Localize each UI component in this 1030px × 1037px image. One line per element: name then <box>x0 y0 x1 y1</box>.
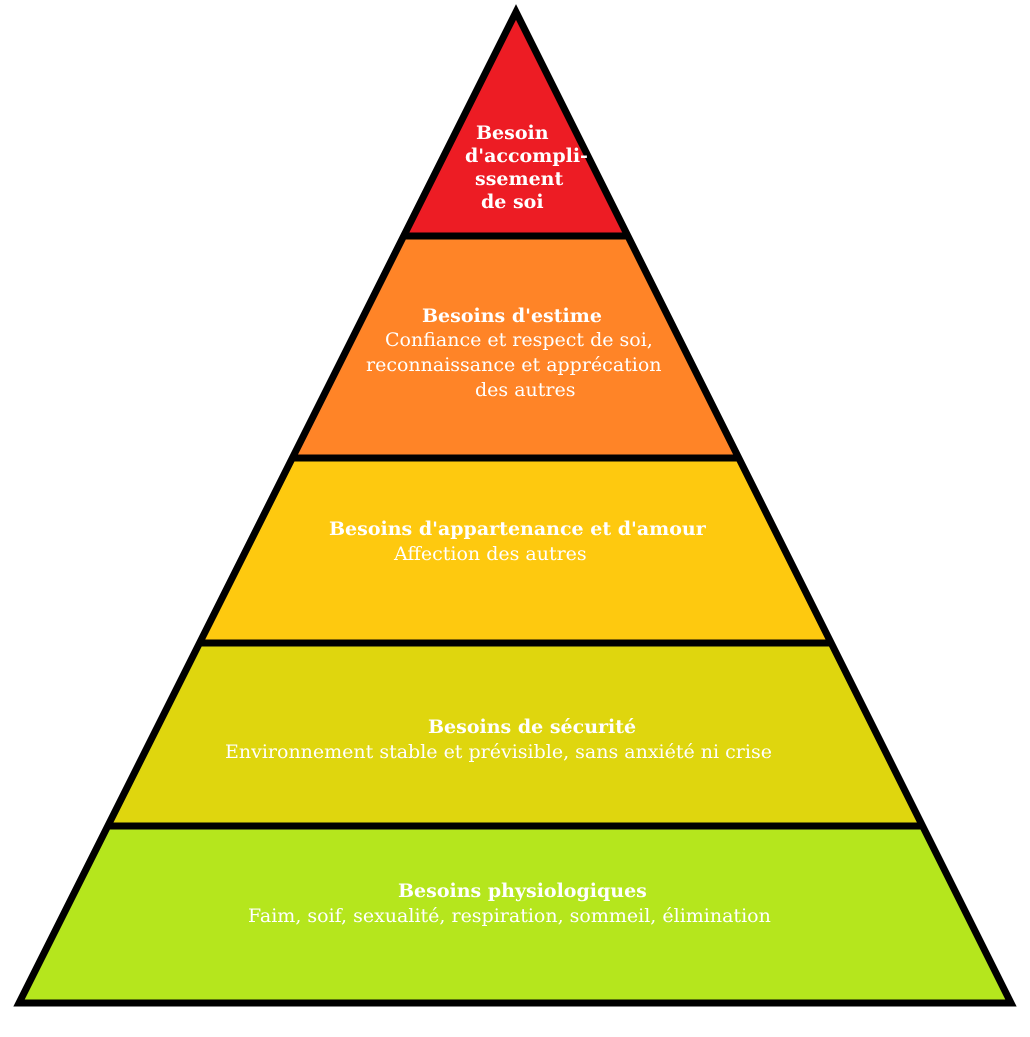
tier-accomplissement-label: Besoin d'accompli- ssement de soi <box>465 122 588 213</box>
tier-securite-label: Besoins de sécurité Environnement stable… <box>225 716 772 763</box>
tier-text-line: Environnement stable et prévisible, sans… <box>225 741 772 763</box>
tier-text-line: des autres <box>475 379 575 401</box>
tier-title: Besoins d'estime <box>422 305 602 327</box>
tier-text-line: de soi <box>481 191 544 213</box>
tier-appartenance <box>201 458 829 643</box>
tier-estime <box>296 236 736 458</box>
tier-physiologiques <box>19 826 1011 1003</box>
tier-estime-label: Besoins d'estime Confiance et respect de… <box>366 305 662 401</box>
tier-securite <box>110 643 920 826</box>
tier-physiologiques-label: Besoins physiologiques Faim, soif, sexua… <box>248 880 771 927</box>
tier-text-line: ssement <box>475 168 563 190</box>
tier-title: Besoins physiologiques <box>398 880 647 902</box>
tier-text-line: Confiance et respect de soi, <box>385 329 653 351</box>
tier-text-line: d'accompli- <box>465 145 588 167</box>
tier-text-line: reconnaissance et apprécation <box>366 354 662 376</box>
tier-appartenance-label: Besoins d'appartenance et d'amour Affect… <box>329 518 707 565</box>
tier-accomplissement <box>407 12 625 236</box>
tier-text-line: Affection des autres <box>393 543 587 565</box>
tier-text-line: Besoin <box>476 122 549 144</box>
tier-title: Besoins de sécurité <box>428 716 636 738</box>
tier-text-line: Faim, soif, sexualité, respiration, somm… <box>248 905 771 927</box>
tier-title: Besoins d'appartenance et d'amour <box>329 518 707 540</box>
pyramid-outline <box>13 4 1017 1007</box>
